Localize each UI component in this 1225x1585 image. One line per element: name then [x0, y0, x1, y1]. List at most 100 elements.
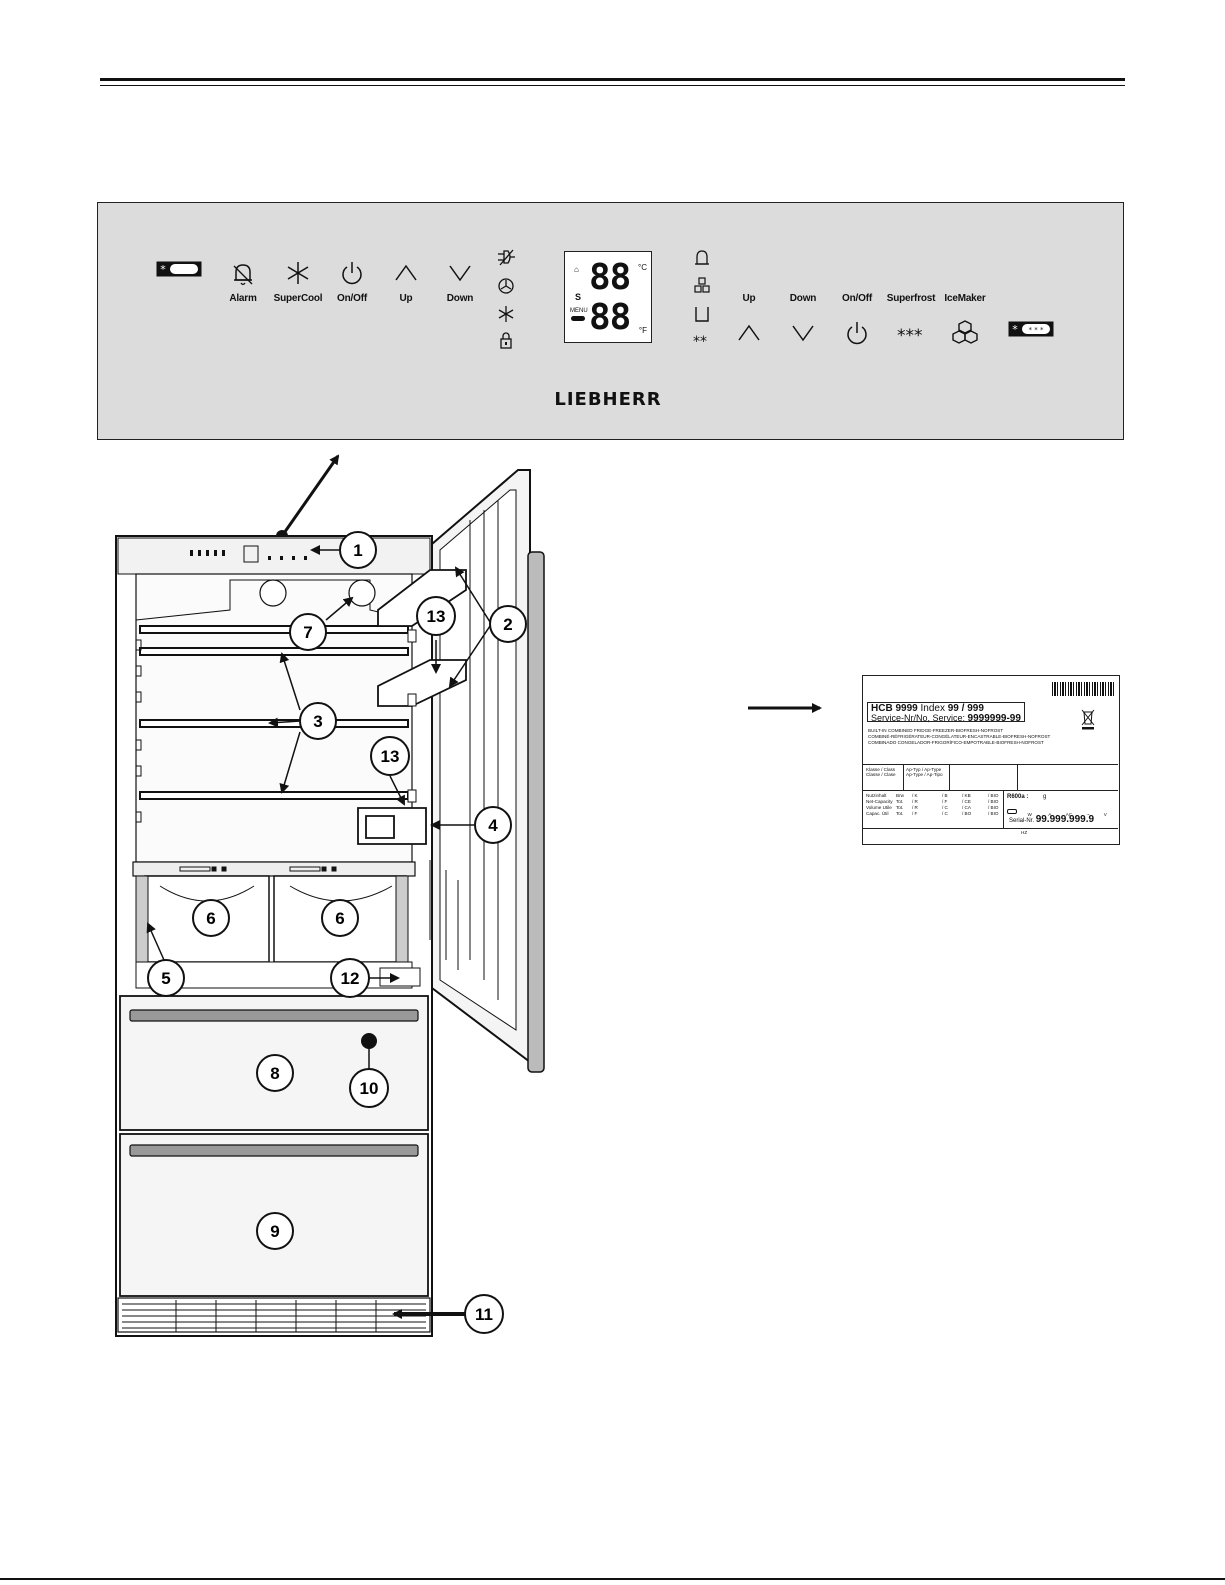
- fan-icon: [498, 278, 514, 294]
- door-ribs: [429, 500, 499, 1000]
- weee-bin-icon: [1081, 709, 1095, 730]
- svg-text:13: 13: [381, 747, 400, 766]
- freezer-up-label: Up: [742, 293, 756, 304]
- capacity-cell: Tot.: [896, 799, 904, 804]
- alarm-button[interactable]: Alarm: [208, 258, 278, 304]
- capacity-cell: Tot.: [896, 811, 904, 816]
- svg-text:**: **: [693, 334, 707, 349]
- callout-2: 2: [489, 605, 527, 643]
- display-bottom-digits: 88: [589, 297, 631, 338]
- fridge-down-button[interactable]: Down: [425, 258, 495, 304]
- leader-2b: [448, 625, 491, 688]
- door-bin-1: [377, 569, 467, 627]
- callout-8: 8: [256, 1054, 294, 1092]
- capacity-cell: / BIO: [988, 811, 999, 816]
- plate-divider-2: [863, 790, 1118, 791]
- callout-6-left: 6: [192, 899, 230, 937]
- display-s-label: S: [575, 292, 582, 302]
- snowflake-icon: [287, 262, 309, 284]
- brand-logo: LIEBHERR: [554, 389, 662, 410]
- door-handle: [527, 551, 545, 1073]
- service-label: Service-Nr/No, Service:: [871, 713, 966, 723]
- leader-7: [325, 596, 354, 621]
- rating-plate-location: [379, 967, 421, 987]
- freezer-on-off-button[interactable]: On/Off: [822, 293, 892, 348]
- alarm-indicator-icon: [695, 250, 709, 265]
- barcode: [1052, 682, 1114, 696]
- superfrost-button[interactable]: Superfrost ***: [876, 293, 946, 348]
- callout-6-right: 6: [321, 899, 359, 937]
- control-panel: * Alarm SuperCool On/Off Up Down ⌂ 88 °C…: [97, 202, 1124, 440]
- capacity-cell: Volume Utile: [866, 805, 892, 810]
- svg-text:* * *: * * *: [1029, 326, 1044, 334]
- shelf-3: [139, 719, 409, 728]
- fridge-on-off-label: On/Off: [337, 293, 367, 304]
- plate-col-1: [903, 764, 904, 790]
- freezer-down-button[interactable]: Down: [768, 293, 838, 348]
- capacity-cell: / K: [912, 793, 918, 798]
- supercool-button[interactable]: SuperCool: [263, 258, 333, 304]
- svg-text:6: 6: [206, 909, 215, 928]
- bell-icon: [233, 264, 253, 286]
- serial-label: Serial-Nr.: [1009, 818, 1035, 824]
- svg-text:1: 1: [353, 541, 362, 560]
- rating-plate: HCB 9999 Index 99 / 999 Service-Nr/No, S…: [862, 675, 1120, 845]
- header-rule-thick: [100, 78, 1125, 81]
- capacity-cell: / KB: [962, 793, 971, 798]
- fridge-on-off-button[interactable]: On/Off: [317, 258, 387, 304]
- grille-slats: [122, 1300, 426, 1332]
- leader-3b: [268, 717, 301, 728]
- model-box: HCB 9999 Index 99 / 999 Service-Nr/No, S…: [867, 702, 1025, 724]
- leader-13b: [389, 775, 405, 806]
- chevron-down-icon: [792, 325, 814, 342]
- chevron-up-icon: [395, 264, 417, 281]
- shelf-supports: [136, 639, 142, 823]
- superfrost-indicator-icon: **: [693, 334, 707, 349]
- plate-divider-1: [863, 764, 1118, 765]
- callout-5: 5: [147, 959, 185, 997]
- fridge-up-button[interactable]: Up: [371, 258, 441, 304]
- ice-cubes-icon: [952, 320, 978, 344]
- fridge-down-label: Down: [446, 293, 474, 304]
- svg-text:5: 5: [161, 969, 170, 988]
- plug-icon: [498, 249, 515, 266]
- fridge-zone-indicator-icon: *: [156, 261, 202, 277]
- capacity-cell: / BIO: [988, 805, 999, 810]
- freezer-drawer-upper-handle: [129, 1009, 419, 1022]
- bottle-bin-inner: [365, 815, 395, 839]
- svg-text:*: *: [1012, 323, 1018, 336]
- capacity-cell: / F: [942, 799, 948, 804]
- plate-col-4: [1003, 790, 1004, 828]
- superfrost-icon: ***: [897, 326, 923, 346]
- svg-text:2: 2: [503, 615, 512, 634]
- unit-tilde: ~: [1086, 812, 1090, 817]
- temperature-display: ⌂ 88 °C S MENU 88 °F: [564, 251, 652, 343]
- callout-13-lower: 13: [370, 736, 410, 776]
- refrigerant-unit: g: [1043, 794, 1047, 800]
- plate-col-3: [1017, 764, 1018, 790]
- leader-2a: [454, 566, 491, 623]
- svg-text:6: 6: [335, 909, 344, 928]
- freezer-up-button[interactable]: Up: [714, 293, 784, 348]
- fridge-up-label: Up: [399, 293, 413, 304]
- door-bin-2: [377, 659, 467, 707]
- capacity-cell: / CA: [962, 805, 971, 810]
- door-bin-slots: [407, 629, 417, 803]
- icemaker-button[interactable]: IceMaker: [930, 293, 1000, 348]
- capacity-cell: / F: [912, 811, 918, 816]
- capacity-cell: / R: [912, 805, 918, 810]
- capacity-cell: / BIO: [988, 799, 999, 804]
- description-line-2: COMBINÉ-RÉFRIGÉRATEUR-CONGÉLATEUR-ENCAST…: [868, 734, 1051, 739]
- fan-vent-left: [259, 579, 287, 607]
- unit-ac: AC: [1065, 812, 1073, 817]
- callout-11: 11: [464, 1294, 504, 1334]
- cabinet-control-strip: [117, 537, 431, 575]
- capacity-cell: Capac. Útil: [866, 811, 889, 816]
- callout-4: 4: [474, 806, 512, 844]
- callout-12: 12: [330, 958, 370, 998]
- svg-text:13: 13: [427, 607, 446, 626]
- svg-text:*: *: [160, 263, 166, 276]
- callout-1: 1: [339, 531, 377, 569]
- callout-10: 10: [349, 1068, 389, 1108]
- ap-type-label: Ap-Typ / Ap-Type Ap-Type / Ap-Tipo: [906, 767, 943, 777]
